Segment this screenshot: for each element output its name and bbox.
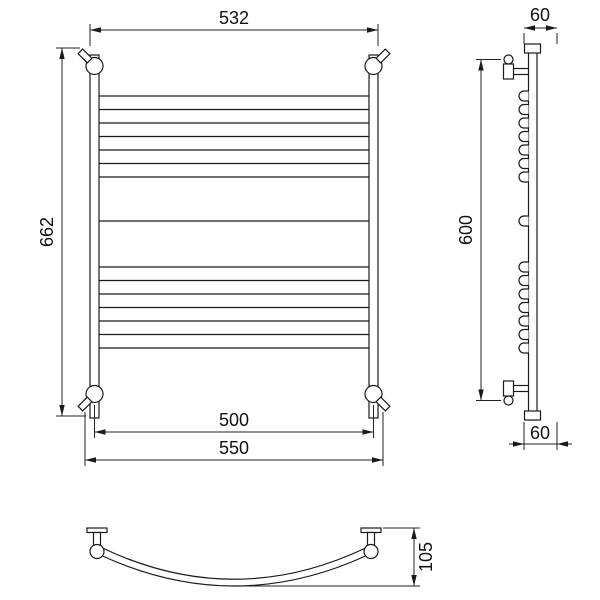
bracket-disc — [503, 395, 514, 406]
curved-rung-outer — [103, 547, 365, 580]
dim-label-662: 662 — [37, 217, 57, 247]
rungs-front — [99, 95, 369, 349]
fitting-cap — [77, 396, 93, 412]
rung-end — [518, 215, 529, 227]
fitting-cap — [77, 48, 93, 64]
fitting-cap — [360, 527, 382, 534]
bracket-disc — [503, 54, 514, 65]
bracket-plate — [502, 380, 515, 397]
dim-label-550: 550 — [219, 438, 249, 458]
corner-fittings — [77, 48, 391, 412]
rung-end — [518, 288, 529, 300]
dim-500: 500 — [94, 405, 374, 438]
dim-label-105: 105 — [416, 542, 436, 572]
rung-end — [518, 328, 529, 341]
fitting-circle — [85, 56, 104, 76]
rung-end — [518, 90, 529, 102]
rung-end — [518, 315, 529, 327]
fitting-circle — [85, 384, 104, 404]
dim-60-top: 60 — [523, 5, 558, 44]
left-post — [89, 54, 100, 419]
side-view: 60 600 60 — [456, 5, 572, 450]
fitting-stem — [366, 531, 376, 547]
dim-label-500: 500 — [219, 410, 249, 430]
dim-550: 550 — [84, 412, 384, 466]
side-bottom-cap — [523, 410, 542, 421]
bottom-view: 105 — [86, 527, 436, 587]
rung-end — [518, 274, 529, 287]
fitting-circle — [89, 543, 105, 560]
curved-rung-inner — [102, 555, 366, 587]
side-post — [527, 49, 538, 421]
dim-label-60-bottom: 60 — [530, 423, 550, 443]
rung-end — [518, 103, 529, 116]
side-top-cap — [523, 43, 542, 54]
dim-105: 105 — [238, 527, 436, 587]
dim-532: 532 — [89, 8, 379, 46]
dim-600: 600 — [456, 59, 501, 401]
rung-end — [518, 301, 529, 314]
top-wall-bracket — [502, 54, 529, 80]
right-post — [368, 54, 379, 419]
rung-end — [518, 157, 529, 170]
rung-end — [518, 130, 529, 143]
rung-end — [518, 117, 529, 129]
left-end-fitting — [86, 527, 108, 560]
dim-label-60-top: 60 — [530, 5, 550, 25]
fitting-circle — [363, 543, 379, 560]
front-view: 532 662 500 550 — [37, 8, 391, 466]
rung-end — [518, 171, 529, 183]
fitting-stem — [92, 531, 102, 547]
right-end-fitting — [360, 527, 382, 560]
bracket-plate — [502, 63, 515, 80]
fitting-circle — [364, 384, 383, 404]
rung-end — [518, 342, 529, 354]
fitting-circle — [364, 56, 383, 76]
fitting-cap — [86, 527, 108, 534]
fitting-cap — [375, 48, 391, 64]
fitting-cap — [375, 396, 391, 412]
bottom-wall-bracket — [502, 380, 529, 406]
rung-end — [518, 144, 529, 156]
rung-ends-side — [518, 90, 529, 354]
rung-end — [518, 261, 529, 273]
dim-60-bottom: 60 — [509, 422, 572, 450]
dim-662: 662 — [37, 47, 86, 417]
dim-label-532: 532 — [219, 8, 249, 28]
dim-label-600: 600 — [456, 215, 476, 245]
